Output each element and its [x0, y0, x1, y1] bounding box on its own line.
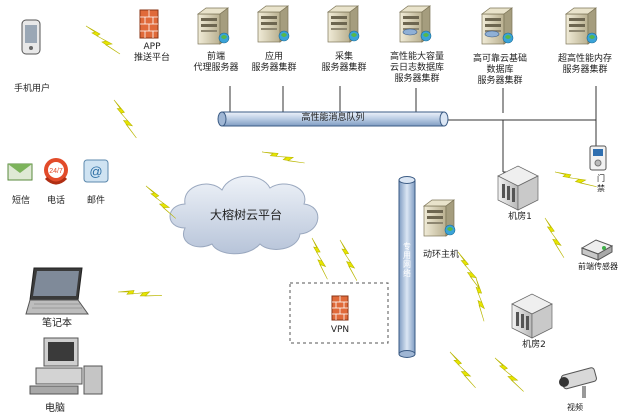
proxy-server-label: 前端 代理服务器 [188, 52, 244, 74]
vpn-firewall-icon [331, 295, 349, 321]
vpn-box [289, 282, 389, 344]
log-db-line2: 云日志数据库 [389, 63, 444, 73]
server-bus-links [229, 86, 597, 173]
memory-server-icon [565, 7, 598, 45]
app-server-line2: 服务器集群 [251, 63, 297, 73]
svg-text:24/7: 24/7 [49, 168, 63, 175]
vertical-bus-label: 专用网络 [403, 242, 411, 278]
cloud-platform-label: 大榕树云平台 [209, 208, 282, 222]
collect-server-label: 采集 服务器集群 [316, 52, 372, 74]
memory-server-line1: 超高性能内存 [557, 54, 612, 64]
log-db-line1: 高性能大容量 [389, 52, 444, 62]
access-control-icon [589, 145, 607, 171]
sms-icon [7, 163, 33, 181]
app-push-line2: 推送平台 [133, 53, 170, 63]
collect-server-line1: 采集 [334, 52, 353, 62]
access-control-line2: 禁 [597, 184, 605, 193]
vertical-bus-pipe [398, 176, 416, 358]
memory-server-line2: 服务器集群 [562, 65, 608, 75]
proxy-server-line1: 前端 [206, 52, 225, 62]
camera-label: 视频 [567, 403, 583, 412]
base-database-icon [481, 7, 514, 45]
base-db-line3: 服务器集群 [477, 76, 523, 86]
collect-server-line2: 服务器集群 [321, 63, 367, 73]
phone-247-icon: 24/7 [44, 158, 68, 185]
monitor-host-icon [423, 199, 456, 237]
log-db-line3: 服务器集群 [394, 74, 440, 84]
laptop-label: 笔记本 [42, 318, 72, 329]
sms-label: 短信 [11, 196, 30, 206]
room1-label: 机房1 [508, 212, 532, 222]
room2-label: 机房2 [522, 340, 546, 350]
base-db-line1: 高可靠云基础 [472, 54, 527, 64]
email-icon: @ [83, 159, 109, 183]
app-push-firewall-icon [139, 9, 159, 39]
memory-server-label: 超高性能内存 服务器集群 [550, 54, 620, 76]
app-server-line1: 应用 [264, 52, 283, 62]
email-label: 邮件 [86, 196, 105, 206]
mobile-phone-icon [21, 19, 41, 55]
proxy-server-line2: 代理服务器 [193, 63, 239, 73]
access-control-label: 门 禁 [596, 174, 606, 194]
app-server-label: 应用 服务器集群 [246, 52, 302, 74]
svg-text:@: @ [89, 164, 102, 179]
sensor-label: 前端传感器 [578, 262, 618, 271]
app-server-icon [257, 5, 290, 43]
laptop-icon [25, 267, 89, 315]
phone-label: 电话 [46, 196, 65, 206]
sensor-icon [580, 239, 614, 261]
mobile-user-label: 手机用户 [14, 84, 51, 94]
message-queue-label: 高性能消息队列 [301, 113, 365, 123]
vpn-label: VPN [330, 325, 350, 335]
base-db-line2: 数据库 [486, 65, 514, 75]
app-push-label: APP 推送平台 [132, 42, 172, 64]
room1-building-icon [497, 165, 539, 211]
room2-building-icon [511, 293, 553, 339]
message-queue-pipe [217, 111, 449, 127]
desktop-label: 电脑 [45, 403, 65, 414]
desktop-computer-icon [29, 337, 103, 395]
cloud-shape [169, 175, 319, 255]
log-database-icon [399, 5, 432, 43]
app-push-line1: APP [143, 42, 161, 52]
base-db-label: 高可靠云基础 数据库 服务器集群 [466, 54, 534, 87]
monitor-host-label: 动环主机 [422, 250, 459, 260]
log-db-label: 高性能大容量 云日志数据库 服务器集群 [384, 52, 450, 85]
camera-icon [559, 367, 597, 398]
proxy-server-icon [197, 7, 230, 45]
access-control-line1: 门 [597, 174, 605, 183]
collect-server-icon [327, 5, 360, 43]
